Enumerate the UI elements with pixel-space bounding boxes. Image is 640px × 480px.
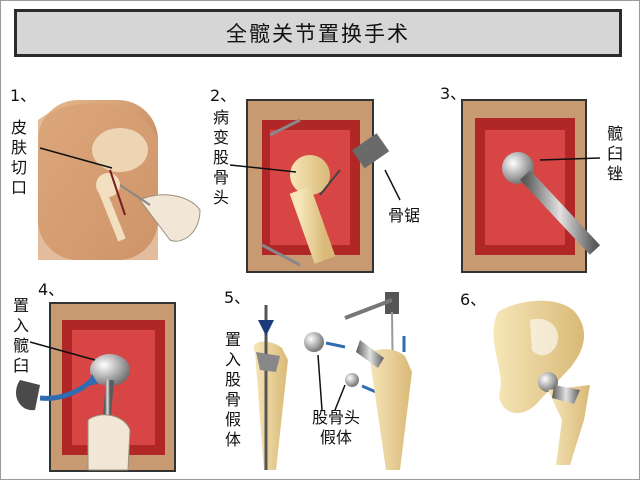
prosthesis-leader-1 — [317, 354, 323, 411]
title-bar: 全髋关节置换手术 — [14, 9, 622, 57]
step-3-number: 3、 — [440, 84, 467, 103]
step-6-number: 6、 — [460, 290, 487, 309]
step-5-number: 5、 — [224, 288, 251, 307]
step-3-label: 髋臼锉 — [606, 124, 623, 183]
step-2-label: 病变股骨头 — [212, 108, 229, 207]
step-4-leader — [29, 341, 96, 361]
step-1-label: 皮肤切口 — [10, 118, 27, 197]
panel-5-femoral — [253, 292, 412, 471]
panel-4-cup — [15, 302, 176, 472]
bone-saw-leader — [384, 169, 401, 201]
panel-6-result — [493, 300, 590, 465]
step-1-number: 1、 — [10, 86, 37, 105]
bone-saw-label: 骨锯 — [388, 206, 421, 225]
femoral-head-prosthesis-label: 股骨头假体 — [311, 408, 360, 447]
prosthesis-leader-2 — [334, 384, 346, 411]
step-4-label: 置入髋臼 — [12, 296, 29, 375]
step-3-leader — [539, 157, 601, 161]
step-4-number: 4、 — [38, 280, 65, 299]
step-2-number: 2、 — [210, 86, 237, 105]
step-5-label: 置入股骨假体 — [224, 330, 241, 449]
step-2-leader — [229, 164, 297, 173]
figure-title: 全髋关节置换手术 — [226, 22, 410, 46]
step-1-leader — [39, 147, 113, 169]
panel-2-femoral-head — [229, 99, 401, 273]
panel-3-reamer — [461, 99, 601, 273]
panel-1-skin-incision — [38, 100, 201, 261]
